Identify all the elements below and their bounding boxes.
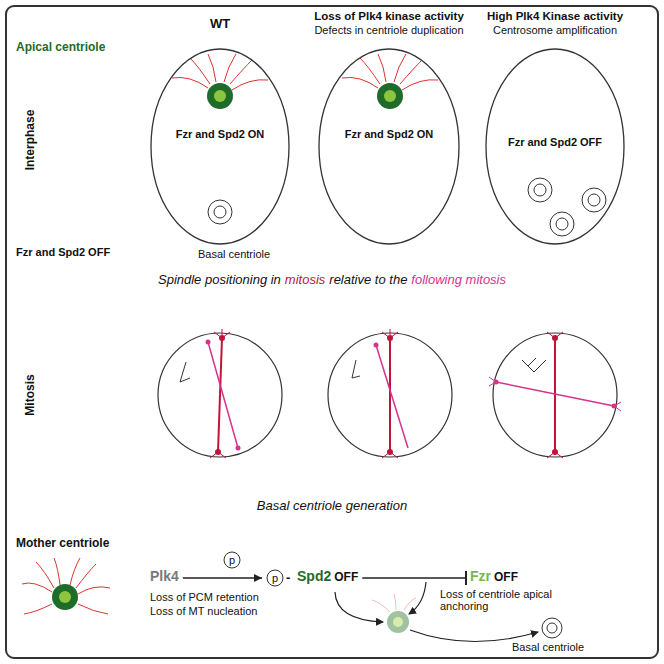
node-text: Fzr and Spd2 OFF <box>508 136 602 148</box>
text-label: Basal centriole generation <box>0 498 664 513</box>
text-label: Loss of MT nucleation <box>150 605 257 617</box>
aster <box>210 329 621 458</box>
cell-oval: Loss of Plk4 kinase activityDefects in c… <box>318 48 460 245</box>
protein-label: FzrOFF <box>470 568 518 588</box>
cell-oval: High Plk4 Kinase activityCentrosome ampl… <box>485 48 625 245</box>
cell-oval: WTFzr and Spd2 ON <box>150 48 290 245</box>
node-text: Fzr and Spd2 ON <box>345 128 434 140</box>
text-label: Mitosis <box>23 374 37 415</box>
node-text: Centrosome amplification <box>493 24 617 36</box>
text-label: relative to the <box>329 272 407 287</box>
text-label: Apical centriole <box>16 40 105 54</box>
node-text: Fzr and Spd2 ON <box>176 128 265 140</box>
basal-centriole <box>208 178 606 236</box>
node-text: Plk4 <box>150 568 179 584</box>
text-label: Basal centriole <box>512 641 584 653</box>
node-text: OFF <box>334 570 358 584</box>
oval-outline <box>318 48 460 245</box>
apical-centriole <box>377 83 403 109</box>
node-text: Defects in centriole duplication <box>314 24 463 36</box>
text-label: Interphase <box>23 110 37 171</box>
angle-mark <box>180 358 546 382</box>
phospho-circle: p <box>223 551 241 569</box>
node-text: p <box>266 569 284 587</box>
mother-centriole <box>52 584 78 610</box>
text-label: - <box>286 569 290 587</box>
spindle-pole <box>206 335 617 455</box>
pathway-connector <box>183 574 262 582</box>
following-spindle <box>208 342 614 448</box>
node-text: Loss of Plk4 kinase activity <box>314 10 464 22</box>
text-label: Loss of centriole apical anchoring <box>440 588 560 612</box>
text-label: Loss of PCM retention <box>150 591 259 603</box>
text-label: following mitosis <box>411 272 506 287</box>
title-row: Spindle positioning in mitosis relative to… <box>0 272 664 287</box>
mitotic-cell <box>158 333 617 457</box>
detaching-centriole <box>387 611 409 633</box>
pathway-connector <box>362 571 466 585</box>
node-text: OFF <box>494 570 518 584</box>
text-label: Spindle positioning in <box>158 272 281 287</box>
node-text: Fzr <box>470 568 491 584</box>
microtubules <box>172 54 438 90</box>
node-text: p <box>223 551 241 569</box>
panel-border <box>6 6 658 658</box>
node-text: WT <box>210 16 230 31</box>
text-label: Mother centriole <box>16 536 109 550</box>
spindle <box>218 338 555 452</box>
protein-label: Plk4 <box>150 568 179 588</box>
microtubules <box>22 558 110 614</box>
text-label: Basal centriole <box>198 248 270 260</box>
protein-label: Spd2OFF <box>297 568 358 588</box>
oval-outline <box>150 48 290 245</box>
apical-centriole <box>207 83 233 109</box>
node-text: Spd2 <box>297 568 331 584</box>
basal-centriole <box>542 618 562 638</box>
text-label: mitosis <box>285 272 325 287</box>
text-label: Fzr and Spd2 OFF <box>16 246 110 258</box>
node-text: High Plk4 Kinase activity <box>487 10 623 22</box>
phospho-circle: p <box>266 569 284 587</box>
